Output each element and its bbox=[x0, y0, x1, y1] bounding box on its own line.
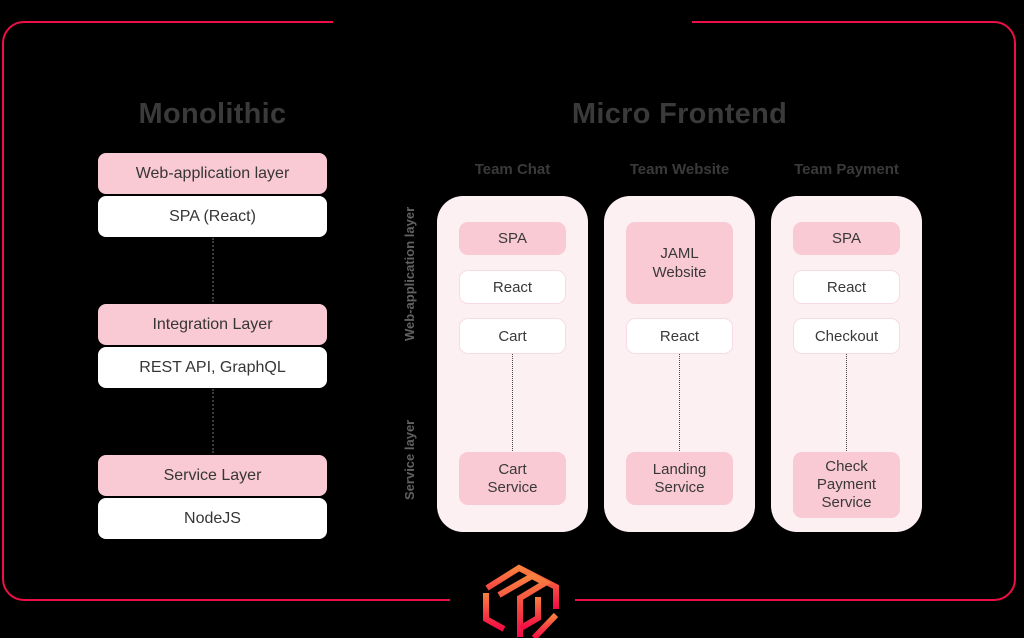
team-payment-column: SPA React Checkout Check Payment Service bbox=[771, 196, 922, 532]
micro-frontend-title: Micro Frontend bbox=[571, 98, 788, 130]
service-box-label: Check Payment Service bbox=[816, 458, 877, 511]
tech-box: NodeJS bbox=[98, 498, 327, 539]
layer-box: Web-application layer bbox=[98, 153, 327, 194]
app-box-label: Cart bbox=[498, 327, 527, 345]
app-box: JAML Website bbox=[626, 222, 733, 304]
service-connector-line bbox=[679, 354, 680, 451]
side-label-web-application-layer: Web-application layer bbox=[402, 206, 417, 342]
service-box-label: Cart Service bbox=[487, 460, 538, 496]
app-box: Checkout bbox=[793, 318, 900, 354]
mono-connector-line bbox=[212, 389, 214, 453]
mono-group-integration: Integration Layer REST API, GraphQL bbox=[98, 304, 327, 390]
app-box: SPA bbox=[459, 222, 566, 255]
tech-box-label: SPA (React) bbox=[169, 207, 256, 225]
app-box-label: SPA bbox=[498, 230, 527, 247]
mono-group-web: Web-application layer SPA (React) bbox=[98, 153, 327, 239]
cube-logo bbox=[474, 560, 564, 638]
mono-group-service: Service Layer NodeJS bbox=[98, 455, 327, 541]
app-box: React bbox=[459, 270, 566, 304]
layer-box-label: Service Layer bbox=[163, 466, 262, 484]
service-box-label: Landing Service bbox=[652, 460, 707, 496]
service-box: Landing Service bbox=[626, 452, 733, 505]
team-chat-label: Team Chat bbox=[474, 161, 551, 178]
service-box: Cart Service bbox=[459, 452, 566, 505]
tech-box: SPA (React) bbox=[98, 196, 327, 237]
team-website-label: Team Website bbox=[629, 161, 730, 178]
app-box-label: SPA bbox=[832, 230, 861, 247]
tech-box-label: REST API, GraphQL bbox=[139, 358, 286, 376]
app-box-label: React bbox=[492, 278, 533, 296]
service-box: Check Payment Service bbox=[793, 452, 900, 518]
app-box: SPA bbox=[793, 222, 900, 255]
layer-box: Integration Layer bbox=[98, 304, 327, 345]
app-box: React bbox=[626, 318, 733, 354]
side-label-service-layer: Service layer bbox=[402, 419, 417, 501]
app-box-label: Checkout bbox=[814, 327, 879, 345]
team-payment-label: Team Payment bbox=[794, 161, 899, 178]
layer-box-label: Web-application layer bbox=[135, 164, 290, 182]
monolithic-title: Monolithic bbox=[138, 98, 287, 130]
layer-box-label: Integration Layer bbox=[152, 315, 273, 333]
app-box-label: React bbox=[826, 278, 867, 296]
service-connector-line bbox=[512, 354, 513, 451]
tech-box: REST API, GraphQL bbox=[98, 347, 327, 388]
team-website-column: JAML Website React Landing Service bbox=[604, 196, 755, 532]
cube-logo-icon bbox=[483, 564, 559, 638]
mono-connector-line bbox=[212, 238, 214, 302]
app-box-label: React bbox=[659, 327, 700, 345]
tech-box-label: NodeJS bbox=[184, 509, 241, 527]
team-chat-column: SPA React Cart Cart Service bbox=[437, 196, 588, 532]
frame-top-gap bbox=[333, 18, 692, 26]
app-box-label: JAML Website bbox=[652, 245, 707, 281]
app-box: Cart bbox=[459, 318, 566, 354]
app-box: React bbox=[793, 270, 900, 304]
frame-bottom-gap bbox=[450, 597, 575, 605]
service-connector-line bbox=[846, 354, 847, 451]
layer-box: Service Layer bbox=[98, 455, 327, 496]
